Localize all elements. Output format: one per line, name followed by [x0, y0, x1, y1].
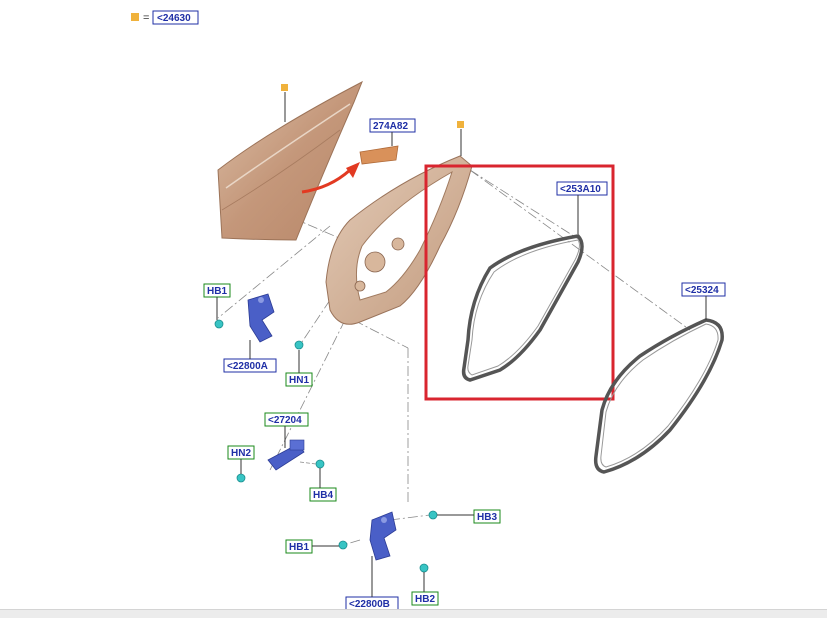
hb1-lower-label[interactable]: HB1 — [289, 542, 309, 553]
inner-frame-marker — [457, 121, 464, 128]
check-label-box[interactable] — [264, 412, 309, 427]
hn1-label[interactable]: HN1 — [289, 375, 309, 386]
highlight-box — [424, 164, 615, 401]
red-arrow — [301, 168, 352, 194]
scrollbar-track[interactable] — [0, 609, 827, 618]
outer-seal[interactable] — [593, 318, 724, 474]
upper-hinge-bolt[interactable] — [214, 319, 224, 329]
hb3-label-box[interactable] — [473, 509, 501, 524]
lower-hinge-bolt-hb1[interactable] — [338, 540, 348, 550]
hb2-label[interactable]: HB2 — [415, 594, 435, 605]
hinge-lower-label[interactable]: <22800B — [349, 599, 390, 610]
outer-door-panel[interactable] — [217, 80, 363, 241]
red-arrow-head — [346, 162, 360, 178]
seal-outer-label-box[interactable] — [681, 282, 726, 297]
lower-hinge-bolt-hb2[interactable] — [419, 563, 429, 573]
lower-hinge-bolt-hb3[interactable] — [428, 510, 438, 520]
check-nut-hn2[interactable] — [236, 473, 246, 483]
hb3-label[interactable]: HB3 — [477, 512, 497, 523]
lower-hinge[interactable] — [369, 511, 397, 561]
legend-marker — [131, 13, 139, 21]
hb2-label-box[interactable] — [411, 591, 439, 606]
upper-hinge[interactable] — [247, 293, 275, 343]
hb1-upper-label[interactable]: HB1 — [207, 286, 227, 297]
hn2-label[interactable]: HN2 — [231, 448, 251, 459]
hb4-label[interactable]: HB4 — [313, 490, 333, 501]
pad-part[interactable] — [359, 145, 399, 165]
inner-seal[interactable] — [461, 234, 584, 382]
door-check[interactable] — [267, 439, 305, 471]
outer-panel-marker — [281, 84, 288, 91]
hinge-upper-label[interactable]: <22800A — [227, 361, 268, 372]
legend-ref-label[interactable]: <24630 — [157, 13, 191, 24]
legend-equals: = — [143, 12, 149, 24]
seal-outer-label[interactable]: <25324 — [685, 285, 719, 296]
check-bolt-hb4[interactable] — [315, 459, 325, 469]
seal-inner-label[interactable]: <253A10 — [560, 184, 601, 195]
hb4-label-box[interactable] — [309, 487, 337, 502]
check-to-bolt-line — [299, 461, 317, 465]
upper-hinge-nut[interactable] — [294, 340, 304, 350]
seal-inner-label-box[interactable] — [556, 181, 608, 196]
legend-ref-box[interactable] — [152, 10, 199, 25]
inner-door-frame[interactable] — [325, 155, 473, 325]
check-label[interactable]: <27204 — [268, 415, 302, 426]
pad-label[interactable]: 274A82 — [373, 121, 408, 132]
